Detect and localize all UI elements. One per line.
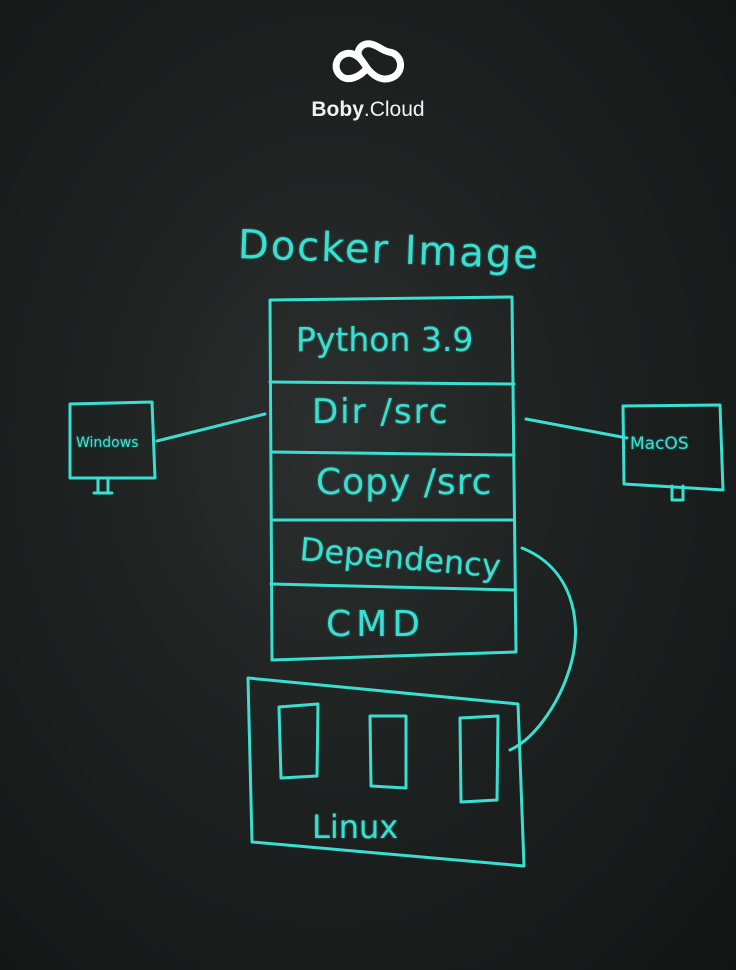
layer-copy: Copy /src: [316, 462, 493, 503]
windows-stand: [92, 478, 114, 495]
mac-link: [524, 417, 629, 440]
host-macos-label: MacOS: [630, 434, 689, 454]
layer-divider-4: [269, 582, 517, 592]
dependency-link: [508, 546, 577, 752]
container-2: [368, 714, 408, 790]
mac-stand: [670, 484, 685, 502]
cloud-infinity-icon: [332, 40, 404, 83]
linux-box: [246, 676, 526, 868]
layer-dir: Dir /src: [312, 392, 450, 432]
brand-name-rest: .Cloud: [363, 98, 425, 121]
layer-python: Python 3.9: [296, 320, 474, 359]
brand-name-bold: Boby: [311, 98, 364, 121]
windows-screen: [68, 400, 157, 480]
layer-divider-2: [269, 450, 516, 457]
brand-logo: Boby.Cloud: [0, 40, 736, 122]
layer-divider-1: [268, 380, 516, 386]
host-linux-label: Linux: [312, 808, 399, 846]
container-3: [458, 714, 500, 804]
image-stack-box: [268, 295, 518, 662]
windows-link: [155, 412, 267, 443]
container-1: [277, 702, 320, 780]
brand-name: Boby.Cloud: [0, 98, 736, 122]
host-windows-label: Windows: [76, 435, 139, 451]
mac-screen: [621, 403, 725, 492]
layer-cmd: CMD: [326, 604, 425, 645]
